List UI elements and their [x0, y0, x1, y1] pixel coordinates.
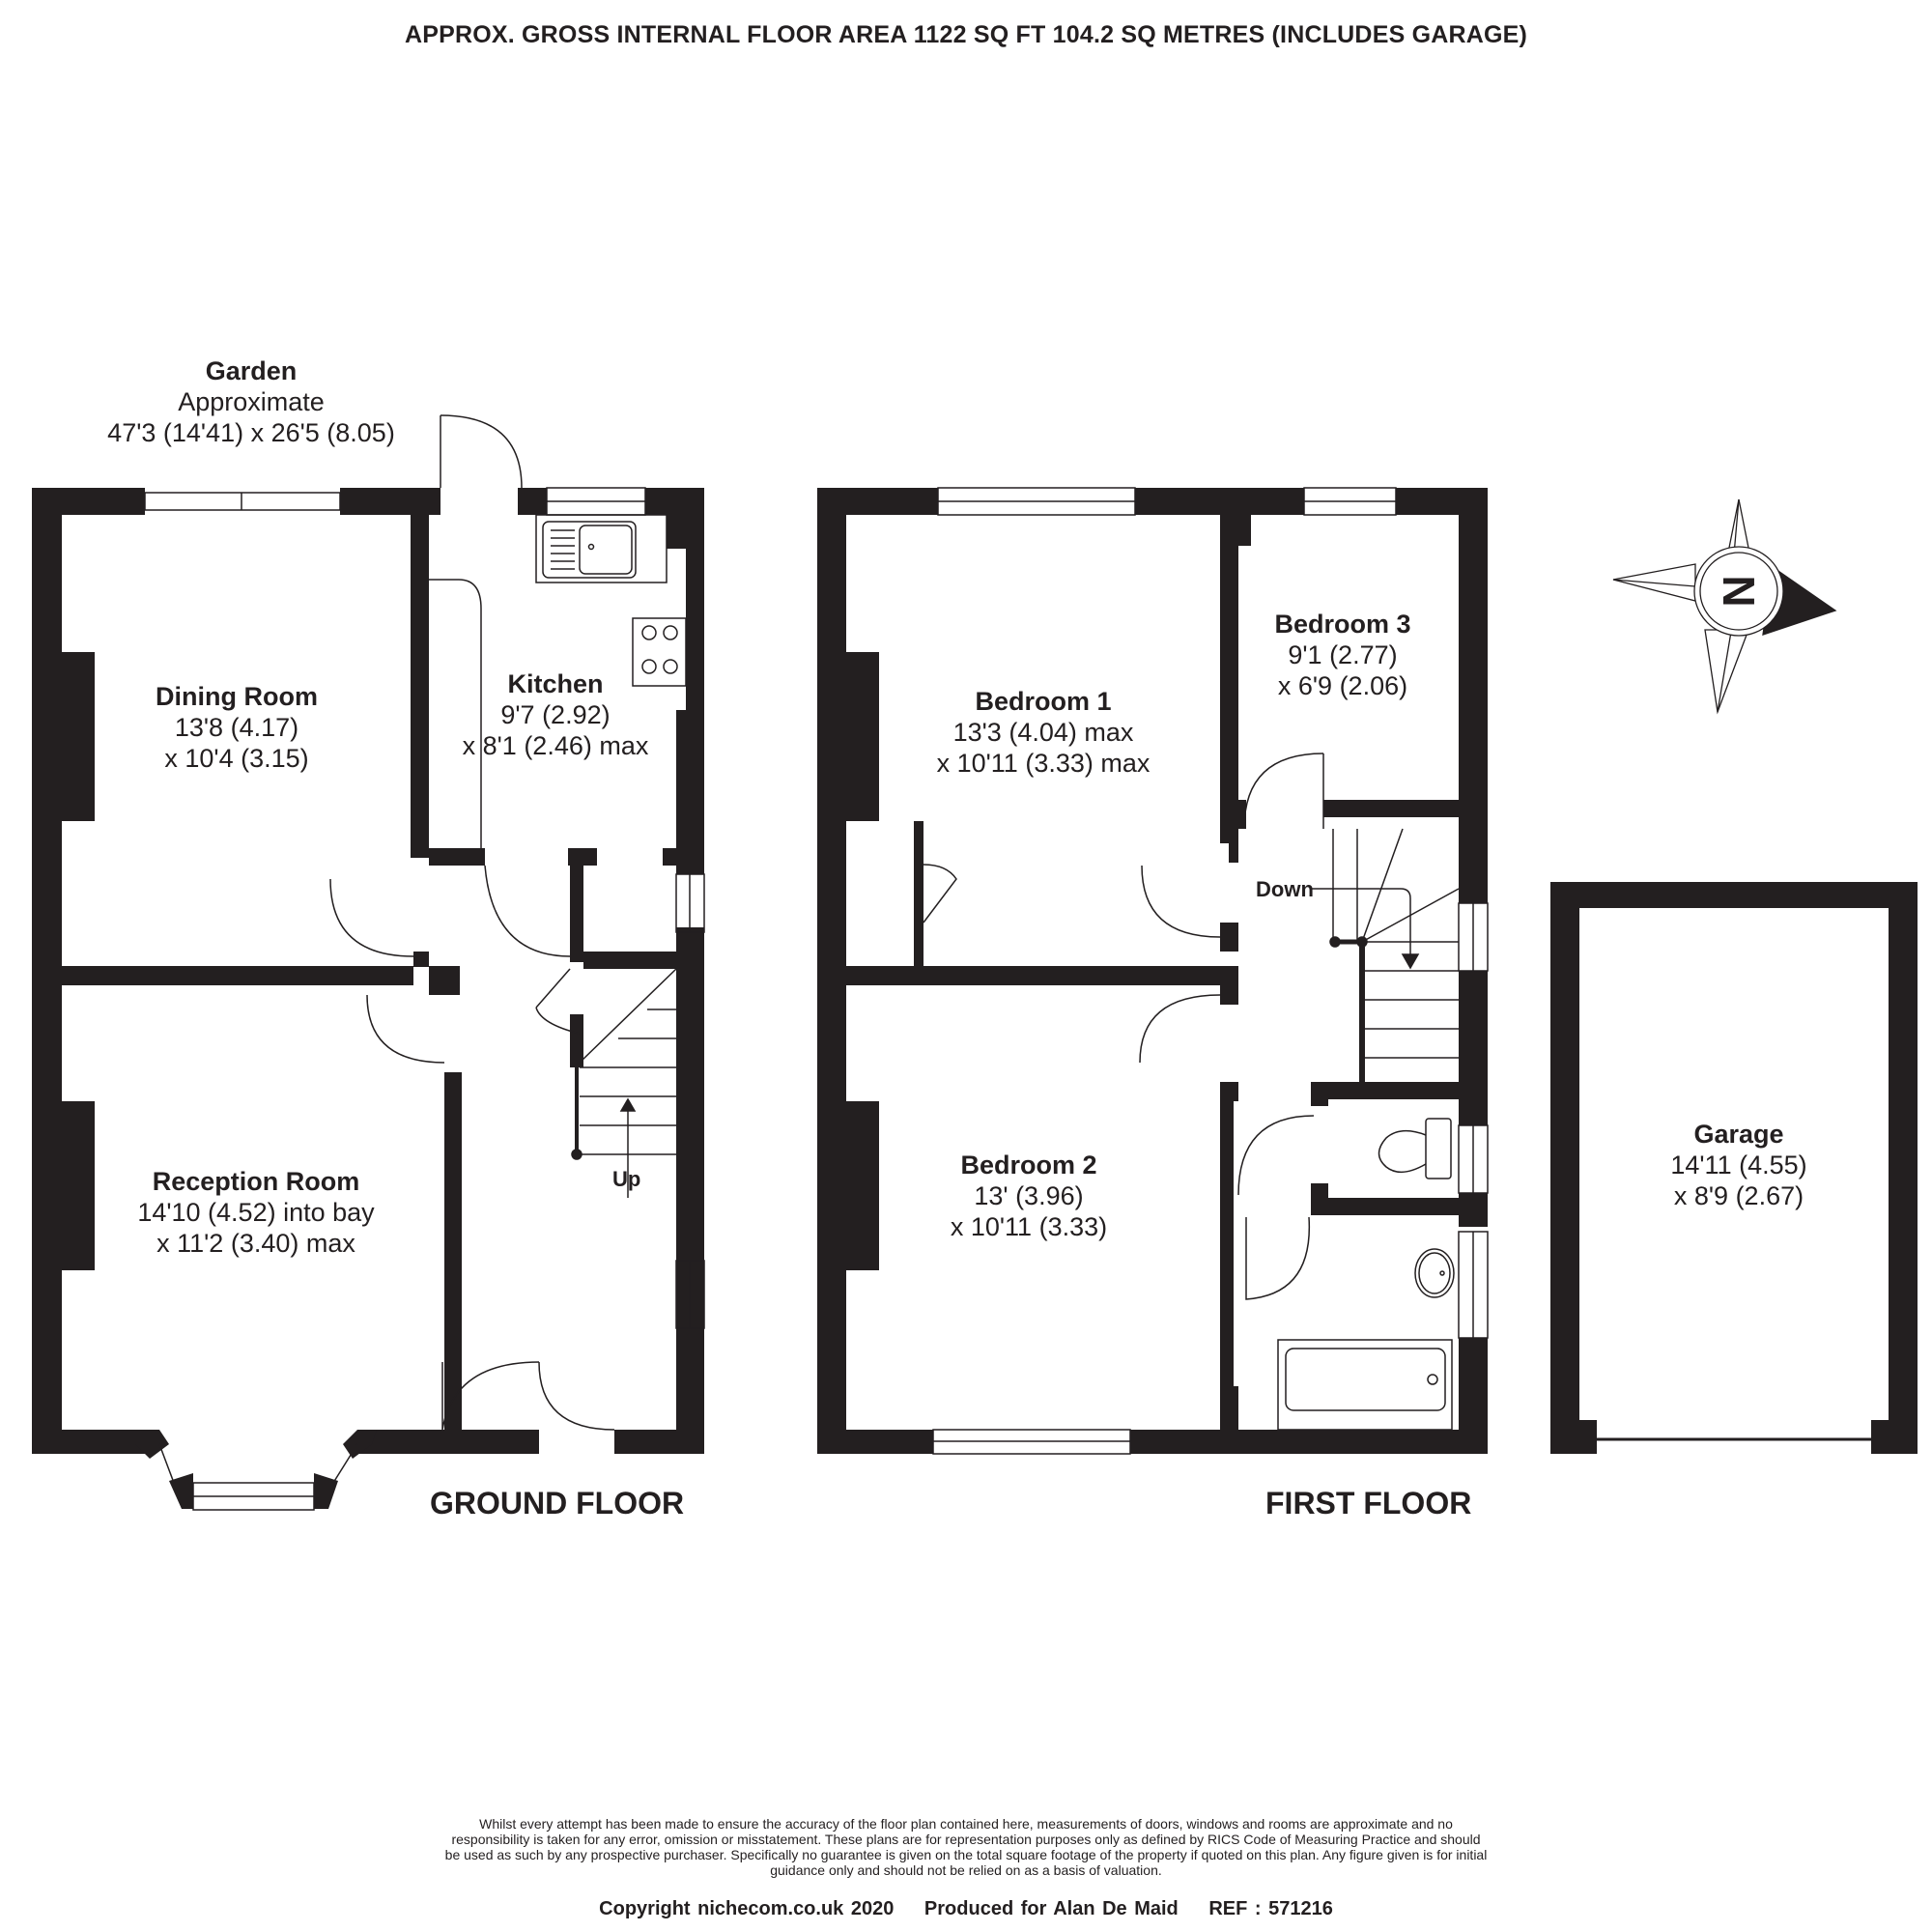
copyright-text: Copyright nichecom.co.uk 2020: [599, 1898, 895, 1919]
first-floor-title: FIRST FLOOR: [1265, 1486, 1472, 1520]
stairs-up-label: Up: [612, 1167, 641, 1191]
produced-for-text: Produced for Alan De Maid: [923, 1898, 1179, 1919]
room-label-bedroom-2: Bedroom 2 13' (3.96) x 10'11 (3.33): [950, 1151, 1108, 1241]
compass-north-icon: N: [1612, 498, 1837, 715]
garden-label: Garden Approximate 47'3 (14'41) x 26'5 (…: [107, 356, 395, 447]
reference-text: REF : 571216: [1208, 1898, 1333, 1919]
room-label-bedroom-1: Bedroom 1 13'3 (4.04) max x 10'11 (3.33)…: [936, 687, 1151, 778]
room-label-garage: Garage 14'11 (4.55) x 8'9 (2.67): [1670, 1120, 1807, 1210]
room-label-dining-room: Dining Room 13'8 (4.17) x 10'4 (3.15): [156, 682, 318, 773]
disclaimer-text: Whilst every attempt has been made to en…: [444, 1816, 1488, 1878]
chimney-breast: [62, 652, 95, 821]
room-label-kitchen: Kitchen 9'7 (2.92) x 8'1 (2.46) max: [462, 669, 649, 760]
chimney-breast: [62, 1101, 95, 1270]
ground-floor-title: GROUND FLOOR: [430, 1486, 685, 1520]
svg-text:N: N: [1714, 575, 1764, 607]
copyright-line: Copyright nichecom.co.uk 2020 Produced f…: [444, 1898, 1488, 1920]
room-label-reception-room: Reception Room 14'10 (4.52) into bay x 1…: [137, 1167, 375, 1258]
stairs-down-label: Down: [1256, 877, 1314, 901]
room-label-bedroom-3: Bedroom 3 9'1 (2.77) x 6'9 (2.06): [1274, 610, 1411, 700]
page-title: APPROX. GROSS INTERNAL FLOOR AREA 1122 S…: [404, 21, 1528, 48]
